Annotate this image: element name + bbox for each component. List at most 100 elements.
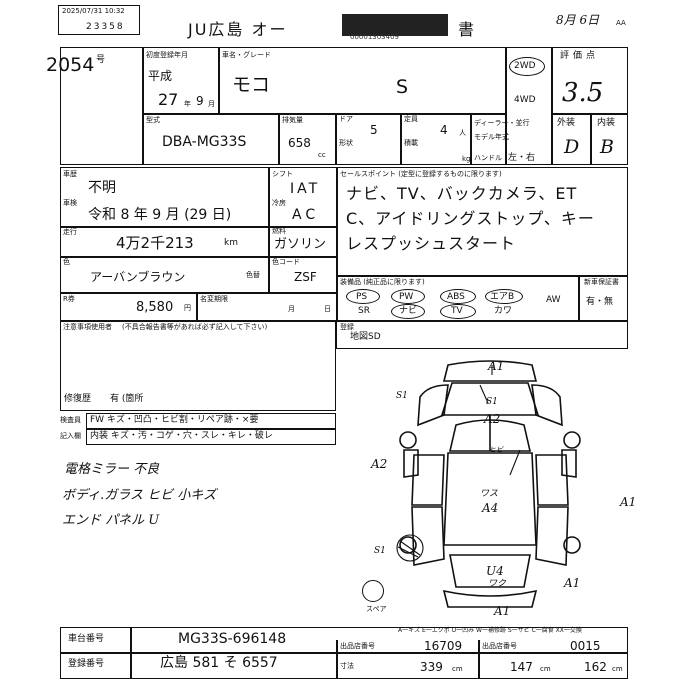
spare-label: スペア: [366, 605, 387, 613]
capacity-unit: 人: [459, 129, 466, 137]
damage-legend: A一キズ E一エクボ U一凹み W一補修跡 S一サビ C一腐食 XX一交換: [398, 627, 582, 634]
ac-label: 冷房: [272, 199, 286, 207]
sales-point-line-3: レスプッシュスタート: [346, 234, 517, 253]
mark-s1-lower: S1: [374, 546, 386, 556]
drive-selected-circle: [509, 57, 545, 76]
displacement-unit: cc: [318, 151, 326, 159]
code1-label: 出品店番号: [340, 642, 375, 650]
handle-label: ハンドル: [474, 154, 502, 162]
displacement-value: 658: [288, 136, 311, 150]
equip-tv-circle: [440, 304, 476, 319]
inspector-row-1: [86, 413, 336, 429]
inspector-row-2: [86, 429, 336, 445]
int-score: B: [600, 136, 614, 158]
new-car-warranty-value: 有・無: [586, 297, 614, 307]
load-unit: kg: [462, 155, 471, 163]
recycle-value: 8,580: [136, 300, 174, 315]
type-code: DBA-MG33S: [162, 134, 247, 150]
capacity-label: 定員: [404, 115, 418, 123]
length-label: 寸法: [340, 662, 354, 670]
mark-a4: A4: [482, 501, 499, 515]
lot-number: 2054: [46, 54, 95, 76]
lot-suffix: 号: [96, 55, 106, 65]
length-unit: cm: [452, 665, 463, 673]
spare-tire-icon: [362, 580, 384, 602]
history-label: 車歴: [63, 170, 77, 178]
drive-4wd: 4WD: [514, 95, 536, 105]
mark-u4-sub: ワク: [488, 579, 507, 589]
dealer-label: ディーラー・並行: [474, 119, 530, 127]
mark-a1-top: A1: [488, 359, 505, 373]
remarks-label: 登録: [340, 323, 354, 331]
plate-number: 広島 581 そ 6557: [160, 655, 278, 671]
inspection-label: 車検: [63, 199, 77, 207]
redacted-number: 00001303409: [350, 33, 399, 41]
height-value: 162: [584, 660, 607, 674]
model-year-label: モデル年式: [474, 133, 509, 141]
equip-aw: AW: [546, 295, 561, 305]
history-value: 不明: [88, 180, 116, 196]
tax-label: 名変期限: [200, 295, 228, 303]
type-label: 型式: [146, 116, 160, 124]
equip-abs-circle: [440, 289, 476, 304]
color-code: ZSF: [294, 270, 317, 284]
auction-date: 8月 6日: [556, 13, 600, 27]
code2-label: 出品店番号: [482, 642, 517, 650]
tax-day: 日: [324, 305, 331, 313]
mark-s1-small: S1: [486, 397, 498, 407]
equip-leather: カワ: [494, 306, 513, 316]
mileage-value: 4万2千213: [116, 234, 194, 252]
plate-label: 登録番号: [68, 659, 105, 669]
lot-code: 23358: [86, 22, 125, 32]
ext-score: D: [564, 136, 580, 158]
mark-stain: ワス: [480, 489, 499, 499]
ac-value: AC: [292, 207, 320, 223]
width-unit: cm: [540, 665, 551, 673]
handwritten-note-1: 電格ミラー 不良: [64, 462, 160, 477]
displacement-label: 排気量: [282, 116, 303, 124]
color-label: 色: [63, 258, 70, 266]
fuel-value: ガソリン: [274, 237, 327, 252]
handle-value: 左・右: [508, 153, 536, 163]
handwritten-note-2: ボディ.ガラス ヒビ 小キズ: [62, 488, 217, 503]
sheet-title-suffix: 書: [458, 20, 475, 39]
repair-history-label: 修復歴: [64, 394, 92, 404]
repair-history-value: 有 (箇所: [110, 394, 144, 404]
sales-point-line-2: C、アイドリングストップ、キー: [346, 209, 595, 228]
height-unit: cm: [612, 665, 623, 673]
mark-a1-right: A1: [620, 495, 637, 509]
registration-month: 9: [196, 94, 204, 108]
load-label: 積載: [404, 139, 418, 147]
equip-sr: SR: [358, 306, 370, 316]
inspector-label-2: 記入欄: [60, 432, 81, 440]
mark-a1-bottom: A1: [494, 604, 511, 618]
registration-year: 27: [158, 90, 179, 109]
notes-box: [60, 321, 336, 411]
model-grade: S: [396, 76, 409, 98]
color-change-label: 色替: [246, 271, 260, 279]
ext-label: 外装: [557, 118, 576, 128]
int-label: 内装: [597, 118, 616, 128]
registration-year-unit: 年: [184, 100, 191, 108]
equip-pw-circle: [391, 289, 425, 304]
registration-month-unit: 月: [208, 100, 215, 108]
inspector-label-1: 検査員: [60, 416, 81, 424]
color-code-label: 色コード: [272, 258, 300, 266]
timestamp: 2025/07/31 10:32: [62, 7, 125, 15]
code2-value: 0015: [570, 639, 601, 653]
recycle-unit: 円: [184, 304, 191, 312]
remarks-box: [336, 321, 628, 349]
mileage-label: 走行: [63, 228, 77, 236]
code1-value: 16709: [424, 639, 463, 653]
recycle-label: R券: [63, 295, 75, 303]
chassis-number: MG33S-696148: [178, 631, 287, 647]
doors-value: 5: [370, 123, 378, 137]
handwritten-note-3: エンド パネル U: [62, 513, 160, 528]
score-label: 評価点: [560, 51, 600, 61]
inspector-items-1: FW キズ・凹凸・ヒビ割・リペア跡・×要: [90, 415, 259, 425]
registration-label: 初度登録年月: [146, 51, 188, 59]
inspector-items-2: 内装 キズ・汚・コゲ・穴・スレ・キレ・破レ: [90, 431, 273, 441]
mark-a2-side: A2: [371, 457, 388, 471]
model-name-label: 車名・グレード: [222, 51, 271, 59]
mileage-unit: km: [224, 238, 238, 248]
